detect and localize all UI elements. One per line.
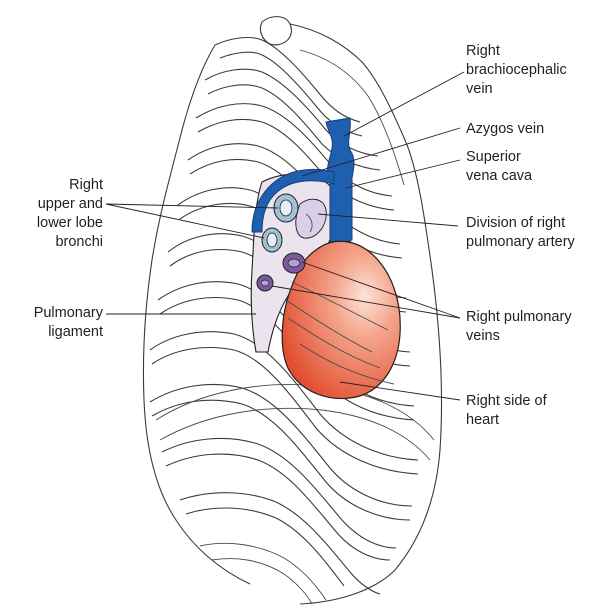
label-line: vena cava xyxy=(466,167,532,186)
label-pulmonary-ligament: Pulmonary ligament xyxy=(34,304,103,342)
label-line: bronchi xyxy=(37,233,103,252)
label-line: Azygos vein xyxy=(466,120,544,139)
label-line: vein xyxy=(466,80,567,99)
label-line: heart xyxy=(466,411,547,430)
label-line: veins xyxy=(466,327,572,346)
label-line: Right xyxy=(37,176,103,195)
label-line: Division of right xyxy=(466,214,575,233)
label-line: pulmonary artery xyxy=(466,233,575,252)
label-line: Right pulmonary xyxy=(466,308,572,327)
label-pulmonary-artery: Division of right pulmonary artery xyxy=(466,214,575,252)
label-line: Right side of xyxy=(466,392,547,411)
label-azygos-vein: Azygos vein xyxy=(466,120,544,139)
label-superior-vena-cava: Superior vena cava xyxy=(466,148,532,186)
label-line: Right xyxy=(466,42,567,61)
label-right-side-of-heart: Right side of heart xyxy=(466,392,547,430)
label-line: Superior xyxy=(466,148,532,167)
label-line: lower lobe xyxy=(37,214,103,233)
label-pulmonary-veins: Right pulmonary veins xyxy=(466,308,572,346)
label-line: ligament xyxy=(34,323,103,342)
label-bronchi: Right upper and lower lobe bronchi xyxy=(37,176,103,252)
label-line: Pulmonary xyxy=(34,304,103,323)
label-line: brachiocephalic xyxy=(466,61,567,80)
label-brachiocephalic-vein: Right brachiocephalic vein xyxy=(466,42,567,99)
label-line: upper and xyxy=(37,195,103,214)
